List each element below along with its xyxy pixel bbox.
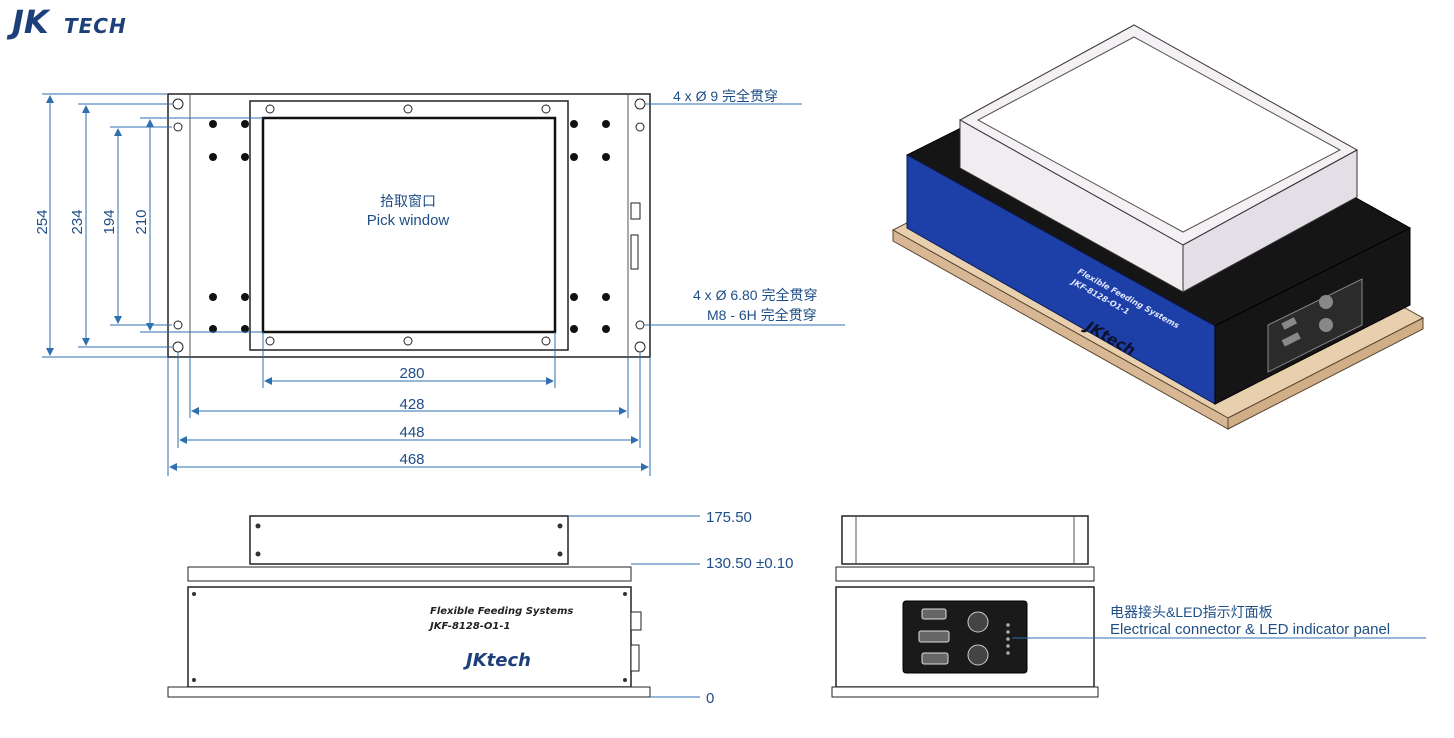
iso-base-plate-side <box>1227 317 1424 430</box>
front-view: Flexible Feeding Systems JKF-8128-O1-1 J… <box>167 509 793 707</box>
front-body-logo: JKtech <box>463 650 531 671</box>
side-top-plate <box>835 566 1095 582</box>
hole-note-6-80: 4 x Ø 6.80 完全贯穿 <box>693 287 817 303</box>
height-130-50: 130.50 ±0.10 <box>706 555 793 572</box>
dsub-connector-3 <box>921 652 949 665</box>
body-screws <box>192 592 627 682</box>
pick-window-label-en: Pick window <box>367 212 450 229</box>
iso-view: Flexible Feeding Systems JKF-8128-O1-1 J… <box>891 24 1425 430</box>
side-base-plate <box>831 686 1099 698</box>
front-connector-2 <box>630 644 640 672</box>
dim-448: 448 <box>399 424 424 441</box>
frame-screws <box>255 523 563 557</box>
hole-note-9: 4 x Ø 9 完全贯穿 <box>673 88 778 104</box>
iso-tray-inner <box>976 36 1342 233</box>
dim-254: 254 <box>34 209 51 234</box>
dim-210: 210 <box>133 209 150 234</box>
side-connector-1 <box>630 202 641 220</box>
logo-main-text: JK <box>6 3 51 41</box>
vertical-dimensions <box>42 93 263 358</box>
bolt-dots <box>209 120 610 333</box>
dim-234: 234 <box>69 209 86 234</box>
round-connector-1 <box>967 611 989 633</box>
front-base-plate <box>167 686 651 698</box>
dsub-connector-1 <box>921 608 947 620</box>
hole-note-m8: M8 - 6H 完全贯穿 <box>707 307 817 323</box>
pick-window <box>261 116 557 334</box>
side-connector-2 <box>630 234 639 270</box>
horizontal-dimensions <box>167 332 651 476</box>
height-175-50: 175.50 <box>706 509 752 526</box>
brand-logo: JK TECH <box>6 3 127 41</box>
front-product-line-1: Flexible Feeding Systems <box>430 606 573 617</box>
dsub-connector-2 <box>918 630 950 643</box>
front-product-line-2: JKF-8128-O1-1 <box>428 621 511 632</box>
front-body <box>187 586 632 688</box>
front-connector-1 <box>630 611 642 631</box>
dim-428: 428 <box>399 396 424 413</box>
iso-connector-panel <box>1267 278 1363 373</box>
height-0: 0 <box>706 690 714 707</box>
connector-panel <box>902 600 1028 674</box>
dim-468: 468 <box>399 451 424 468</box>
front-window-frame <box>249 515 569 565</box>
side-window-frame <box>841 515 1089 565</box>
iso-connector-details <box>1281 295 1333 347</box>
front-top-plate <box>187 566 632 582</box>
led-indicators <box>1006 623 1010 655</box>
height-leaders <box>568 515 700 698</box>
top-view: 拾取窗口 Pick window <box>34 88 845 476</box>
logo-sub-text: TECH <box>64 14 127 38</box>
dim-194: 194 <box>101 209 118 234</box>
side-view: 电器接头&LED指示灯面板 Electrical connector & LED… <box>831 515 1426 698</box>
round-connector-2 <box>967 644 989 666</box>
pick-window-label-cn: 拾取窗口 <box>380 193 436 209</box>
iso-tray-side <box>1182 149 1358 293</box>
dim-280: 280 <box>399 365 424 382</box>
hole-callout-leaders <box>645 103 845 326</box>
panel-label-en: Electrical connector & LED indicator pan… <box>1110 621 1390 638</box>
panel-label-cn: 电器接头&LED指示灯面板 <box>1110 604 1273 620</box>
